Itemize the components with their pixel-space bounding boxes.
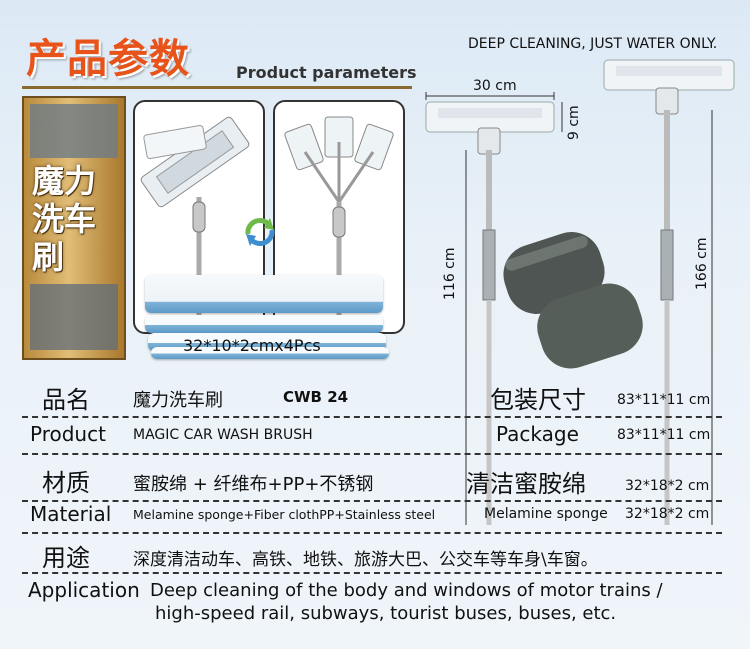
row-divider [22, 500, 722, 502]
product-name-en: MAGIC CAR WASH BRUSH [133, 427, 313, 443]
sponge-size-2: 32*18*2 cm [625, 506, 710, 522]
dim-long-length-label: 166 cm [694, 237, 710, 290]
package-box-image: 魔力洗车刷 [22, 96, 126, 360]
product-name-cn: 魔力洗车刷 [133, 390, 223, 411]
page-title: 产品参数 [26, 36, 190, 82]
product-model: CWB 24 [283, 388, 349, 406]
brush-head-rotating-illustration [284, 116, 394, 330]
usage-label-cn: 用途 [42, 544, 90, 572]
product-label-cn: 品名 [42, 386, 90, 414]
material-label-cn: 材质 [42, 469, 90, 497]
package-label-cn: 包装尺寸 [490, 386, 586, 414]
title-divider [22, 86, 412, 89]
brush-head-folded-illustration [140, 116, 250, 330]
rotate-arrows-icon [245, 218, 275, 246]
dim-width-label: 30 cm [473, 78, 517, 94]
sponge-label-en: Melamine sponge [484, 506, 608, 522]
material-label-en: Material [30, 502, 112, 526]
brush-dimension-illustration [425, 59, 735, 525]
row-divider [22, 572, 722, 574]
row-divider [22, 532, 722, 534]
melamine-sponge-rolls [503, 232, 643, 369]
usage-value-en-line2: high-speed rail, subways, tourist buses,… [155, 603, 617, 624]
sponge-pack-size: 32*10*2cmx4Pcs [183, 336, 321, 355]
dim-short-length-label: 116 cm [442, 247, 458, 300]
package-photo-top [30, 104, 118, 158]
row-divider [22, 416, 722, 418]
package-size-1: 83*11*11 cm [617, 392, 711, 408]
usage-value-en-line1: Deep cleaning of the body and windows of… [150, 580, 663, 601]
usage-value-cn: 深度清洁动车、高铁、地铁、旅游大巴、公交车等车身\车窗。 [133, 550, 598, 570]
product-label-en: Product [30, 422, 106, 446]
material-value-en: Melamine sponge+Fiber clothPP+Stainless … [133, 507, 436, 522]
package-size-2: 83*11*11 cm [617, 427, 711, 443]
material-value-cn: 蜜胺绵 + 纤维布+PP+不锈钢 [133, 474, 374, 495]
dim-head-label: 9 cm [566, 105, 582, 140]
page-subtitle: Product parameters [236, 63, 417, 82]
sponge-size-1: 32*18*2 cm [625, 478, 710, 494]
package-photo-bottom [30, 284, 118, 350]
slogan: DEEP CLEANING, JUST WATER ONLY. [468, 36, 718, 52]
package-label-en: Package [496, 422, 579, 446]
package-box-title: 魔力洗车刷 [32, 162, 97, 276]
sponge-label-cn: 清洁蜜胺绵 [466, 470, 586, 498]
sponge-stack-image [145, 275, 389, 360]
row-divider [22, 453, 722, 455]
usage-label-en: Application [28, 578, 140, 602]
